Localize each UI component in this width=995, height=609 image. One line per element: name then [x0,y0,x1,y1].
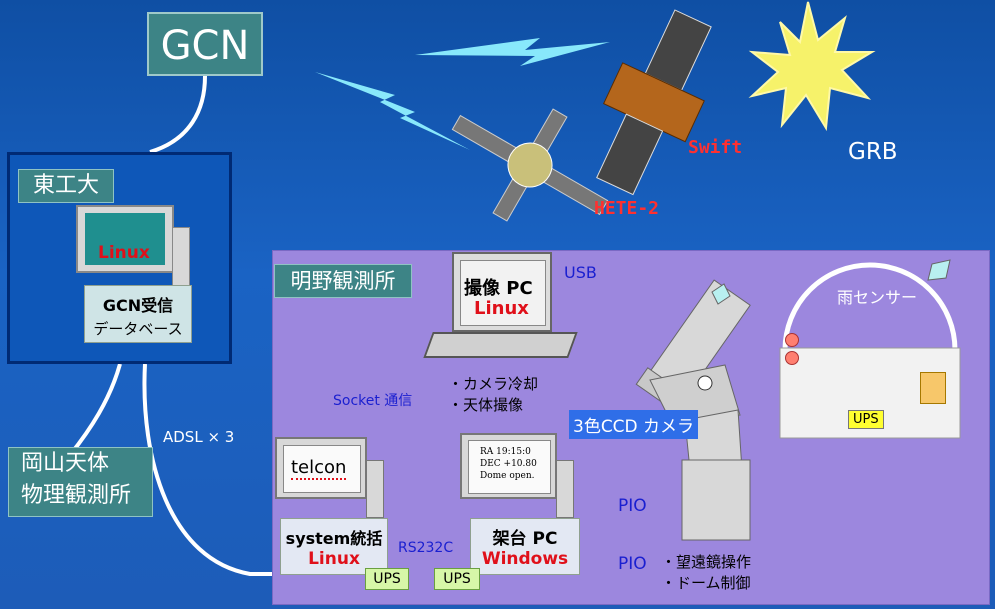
gcn-receive-label: GCN受信 [102,296,174,315]
pio-label-2: PIO [618,554,647,574]
swift-label: Swift [688,137,743,158]
camera-pc-title: 撮像 PC [464,278,533,299]
rs232c-label: RS232C [398,540,454,556]
tokyo-tech-box: 東工大 Linux GCN受信 データベース [7,152,232,364]
system-pc-title: system統括 [285,529,383,548]
telcon-label: telcon [291,457,347,480]
okayama-label: 岡山天体 物理観測所 [8,447,153,517]
task-dome-control: ・ドーム制御 [661,574,751,592]
swift-satellite-icon [596,9,712,196]
grb-label: GRB [848,139,898,165]
socket-label: Socket 通信 [333,393,413,409]
telescope-icon [635,279,751,541]
pio-label-1: PIO [618,496,647,516]
lightning-bolt-icon [415,38,610,66]
hete2-satellite-icon [451,108,609,222]
system-monitor: telcon [275,437,367,499]
camera-pc-os: Linux [474,298,529,319]
system-ups-badge: UPS [365,568,409,590]
gcn-database-box: GCN受信 データベース [84,285,192,343]
tokyo-os-label: Linux [98,243,150,263]
hete2-label: HETE-2 [594,198,660,219]
lightning-bolt-icon [315,72,470,150]
tokyo-tower [172,227,190,291]
system-pc-os: Linux [308,549,360,569]
adsl-label: ADSL × 3 [163,428,235,446]
pio-tasks: ・望遠鏡操作 ・ドーム制御 [661,552,751,594]
system-pc-box: system統括 Linux [280,518,388,575]
database-label: データベース [93,320,183,338]
camera-tasks: ・カメラ冷却 ・天体撮像 [448,374,538,416]
task-telescope-control: ・望遠鏡操作 [661,553,752,571]
rack-pc-os: Windows [481,549,569,569]
usb-label: USB [564,263,597,282]
tokyo-tech-label: 東工大 [18,169,114,203]
dome-controller [920,372,946,404]
rack-pc-title: 架台 PC [492,529,558,549]
akeno-label: 明野観測所 [274,264,412,298]
okayama-line2: 物理観測所 [21,483,132,508]
telescope-status-screen: RA 19:15:0 DEC +10.80 Dome open. [480,446,537,482]
dec-readout: DEC +10.80 [480,459,537,469]
dome-status: Dome open. [480,471,535,481]
rack-pc-box: 架台 PC Windows [470,518,580,575]
dome-ups-badge: UPS [848,410,884,429]
gcn-box: GCN [147,12,263,76]
rain-indicator-2 [785,351,799,365]
camera-pc-laptop: 撮像 PC Linux [452,252,552,332]
rack-monitor: RA 19:15:0 DEC +10.80 Dome open. [460,433,557,499]
okayama-line1: 岡山天体 [21,451,110,476]
grb-starburst-icon [748,1,876,132]
rain-indicator-1 [785,333,799,347]
task-cooling: ・カメラ冷却 [448,375,539,393]
camera-pc-keyboard [423,332,578,358]
rack-ups-badge: UPS [434,568,480,590]
rack-tower [556,460,574,518]
rain-sensor-label: 雨センサー [837,288,918,307]
tokyo-monitor: Linux [76,205,174,273]
task-imaging: ・天体撮像 [448,396,524,414]
ra-readout: RA 19:15:0 [480,447,531,457]
ccd-camera-label: 3色CCD カメラ [569,410,699,439]
system-tower [366,460,384,518]
